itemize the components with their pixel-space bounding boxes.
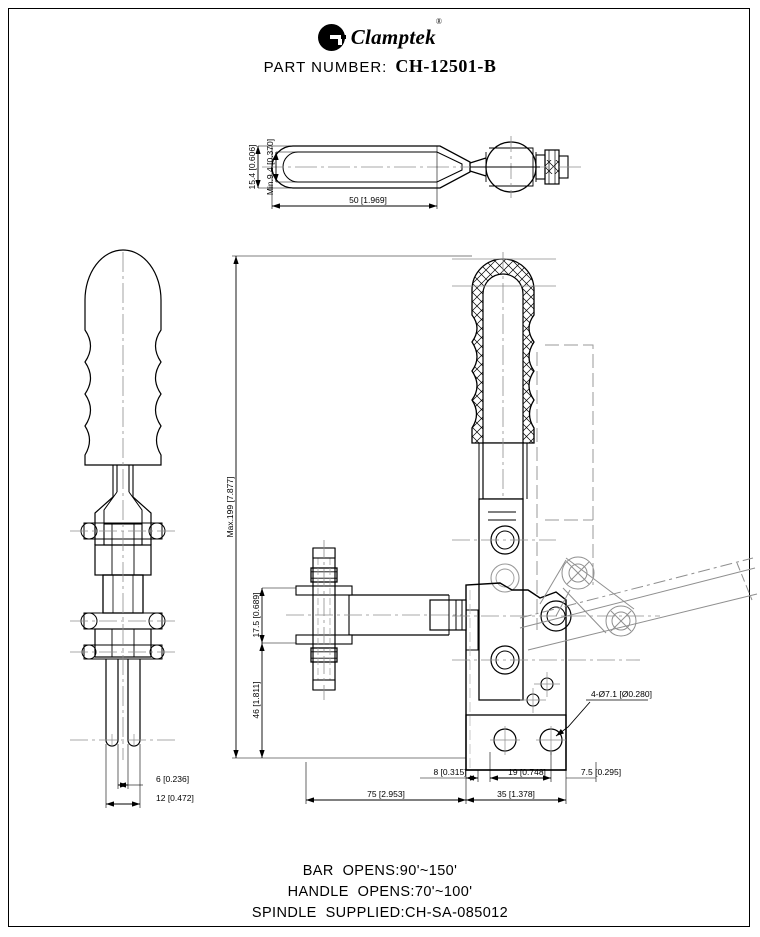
brand-name: Clamptek® bbox=[350, 16, 443, 49]
dim-base-to-pivot: 75 [2.953] bbox=[367, 789, 405, 799]
dim-top-height: 15.4 [0.606] bbox=[247, 145, 257, 190]
dim-base-right: 35 [1.378] bbox=[497, 789, 535, 799]
dim-top-height-min: Min.9.4 [0.370] bbox=[265, 139, 275, 195]
clamptek-g-logo-icon bbox=[317, 23, 346, 51]
top-view-handle bbox=[255, 136, 585, 209]
dim-base-height: 46 [1.811] bbox=[251, 681, 261, 718]
dim-overall-width: 12 [0.472] bbox=[156, 793, 194, 803]
dim-top-length: 50 [1.969] bbox=[349, 195, 387, 205]
note-spindle-supplied: SPINDLE SUPPLIED:CH-SA-085012 bbox=[251, 905, 509, 921]
part-number-value: CH-12501-B bbox=[395, 56, 497, 76]
dim-spindle-upper: 17.5 [0.689] bbox=[251, 593, 261, 638]
dim-edge-offset: 7.5 [0.295] bbox=[581, 767, 621, 777]
part-number-label: PART NUMBER: bbox=[263, 59, 388, 76]
part-number-row: PART NUMBER: CH-12501-B bbox=[0, 56, 760, 77]
dimension-lines bbox=[232, 255, 648, 804]
note-handle-opens: HANDLE OPENS:70'~100' bbox=[287, 884, 473, 900]
dim-max-height: Max.199 [7.877] bbox=[225, 477, 235, 538]
front-view-clamp bbox=[286, 252, 758, 771]
dim-hole-callout: 4-Ø7.1 [Ø0.280] bbox=[591, 689, 652, 699]
dim-plate-thickness: 8 [0.315] bbox=[433, 767, 466, 777]
dim-slot-width: 6 [0.236] bbox=[156, 774, 189, 784]
dimension-labels: 15.4 [0.606] Min.9.4 [0.370] 50 [1.969] … bbox=[156, 139, 652, 803]
drawing-notes: BAR OPENS:90'~150' HANDLE OPENS:70'~100'… bbox=[0, 861, 760, 924]
registered-mark: ® bbox=[435, 16, 443, 26]
side-view-clamp bbox=[70, 249, 176, 808]
note-bar-opens: BAR OPENS:90'~150' bbox=[302, 863, 458, 879]
brand-logo: Clamptek® bbox=[0, 16, 760, 52]
title-block: Clamptek® PART NUMBER: CH-12501-B bbox=[0, 16, 760, 77]
dim-hole-offset: 19 [0.748] bbox=[508, 767, 546, 777]
sheet-border bbox=[8, 8, 750, 927]
